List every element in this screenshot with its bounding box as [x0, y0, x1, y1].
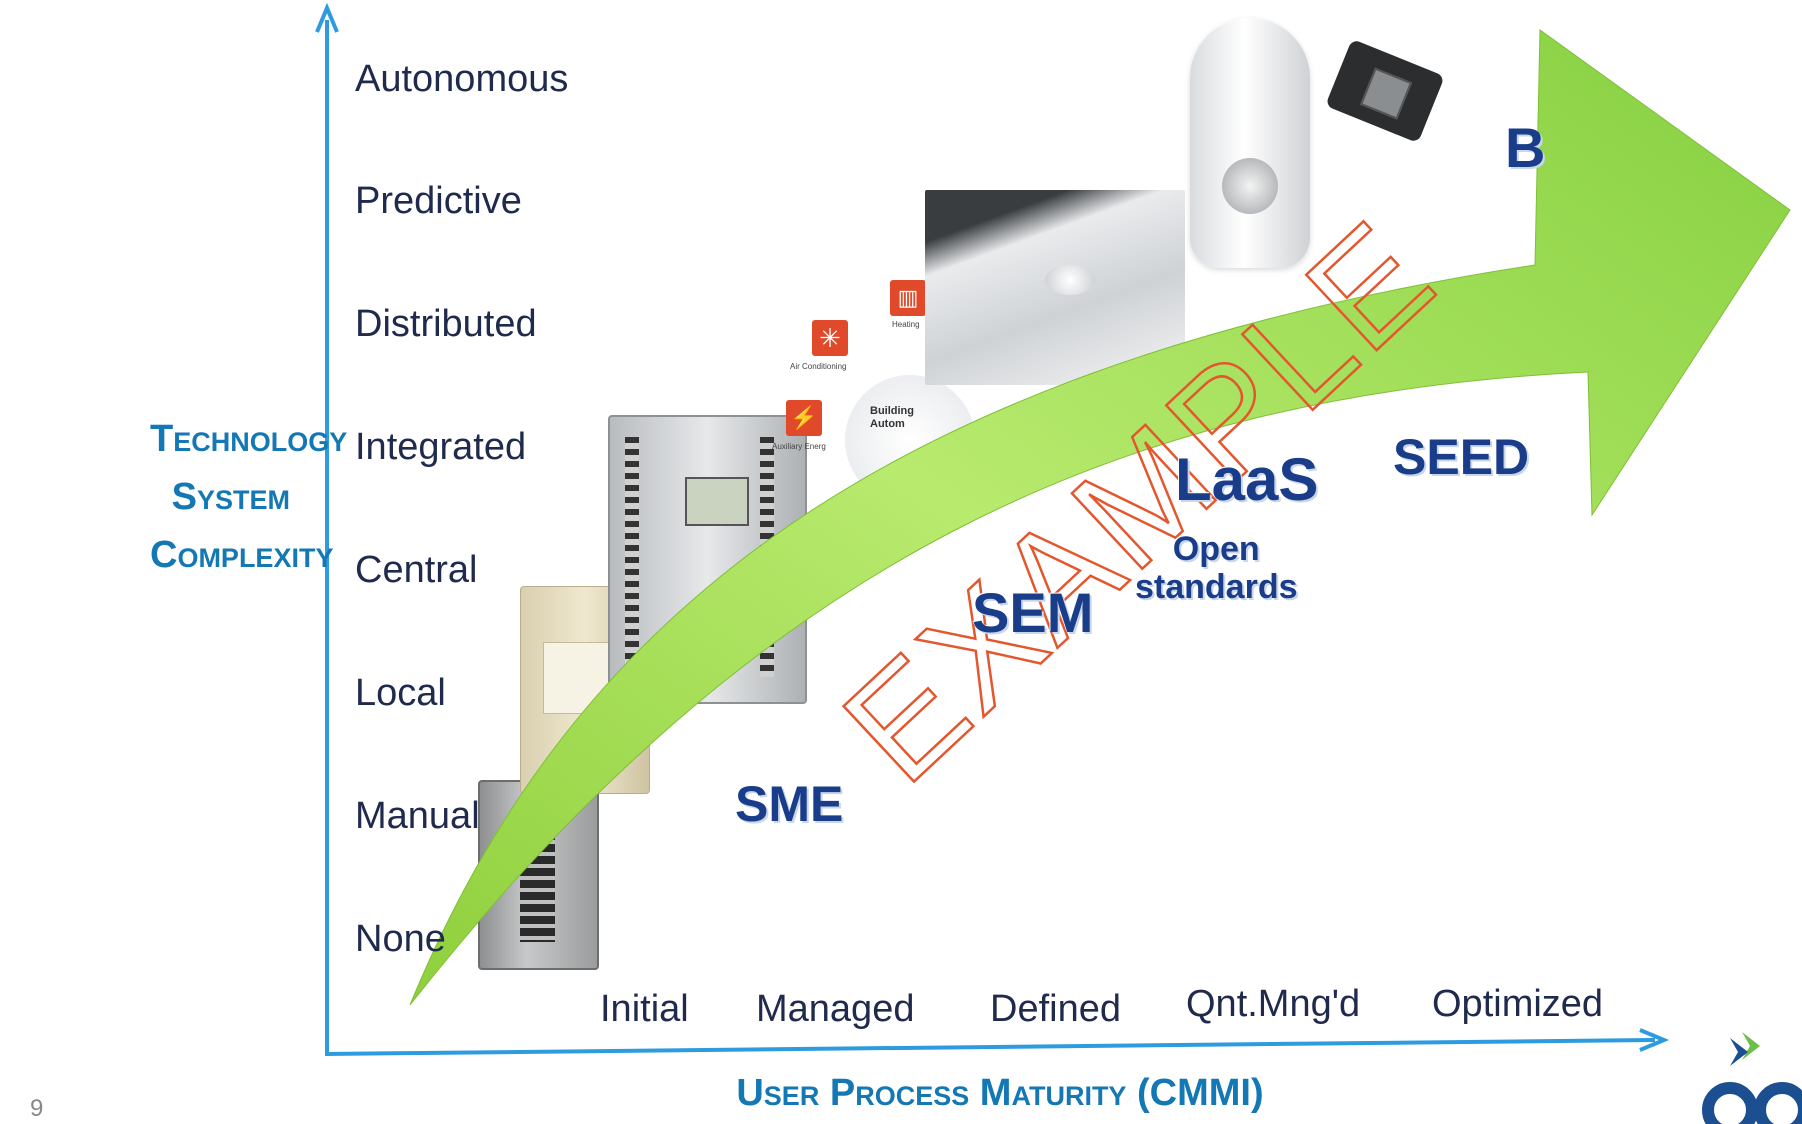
y-level-central: Central: [355, 549, 478, 591]
x-axis-line: [324, 1038, 1656, 1056]
bas-center-label-2: Autom: [870, 418, 905, 430]
term-sem: SEM: [972, 581, 1094, 644]
x-level-quantitatively-managed: Qnt.Mng'd: [1186, 983, 1361, 1025]
bas-center-label-1: Building: [870, 405, 914, 417]
term-laas: LaaS: [1175, 446, 1319, 513]
y-level-integrated: Integrated: [355, 426, 527, 468]
term-open-standards-line2: standards: [1135, 568, 1298, 606]
brand-logo: [1690, 1030, 1802, 1124]
x-level-defined: Defined: [990, 988, 1121, 1030]
auxiliary-energy-icon: ⚡: [786, 400, 822, 436]
slide-number: 9: [30, 1095, 44, 1122]
air-conditioning-icon: ✳: [812, 320, 848, 356]
term-open-standards-line1: Open: [1172, 530, 1260, 568]
air-conditioning-label: Air Conditioning: [790, 362, 847, 371]
x-level-optimized: Optimized: [1432, 983, 1604, 1025]
term-open-standards: Open standards: [1135, 530, 1298, 606]
led-fixture-image: [925, 190, 1185, 385]
y-axis-title-line2: System: [171, 476, 290, 518]
x-axis-arrowhead: [1639, 1028, 1670, 1052]
heating-label: Heating: [892, 320, 920, 329]
term-sme: SME: [735, 776, 844, 832]
x-level-initial: Initial: [600, 988, 689, 1030]
heating-icon: ▥: [890, 280, 926, 316]
term-b-partial: B: [1505, 116, 1546, 179]
y-axis-title-line3: Complexity: [150, 534, 334, 576]
occupancy-sensor-image: [1190, 18, 1310, 268]
y-axis-arrowhead: [315, 2, 339, 33]
x-level-managed: Managed: [756, 988, 915, 1030]
y-level-manual: Manual: [355, 795, 480, 837]
y-axis-title: Technology System Complexity: [150, 410, 348, 584]
auxiliary-energy-label: Auxiliary Energ: [772, 442, 826, 451]
growth-arrow: [409, 29, 1791, 1006]
y-level-predictive: Predictive: [355, 180, 522, 222]
x-axis-title: User Process Maturity (CMMI): [736, 1072, 1264, 1114]
y-level-local: Local: [355, 672, 446, 714]
brand-logo-mark: [1702, 1032, 1802, 1124]
y-level-none: None: [355, 918, 446, 960]
y-level-autonomous: Autonomous: [355, 58, 569, 100]
y-axis-title-line1: Technology: [150, 418, 348, 460]
term-seed: SEED: [1393, 429, 1530, 485]
y-level-distributed: Distributed: [355, 303, 537, 345]
